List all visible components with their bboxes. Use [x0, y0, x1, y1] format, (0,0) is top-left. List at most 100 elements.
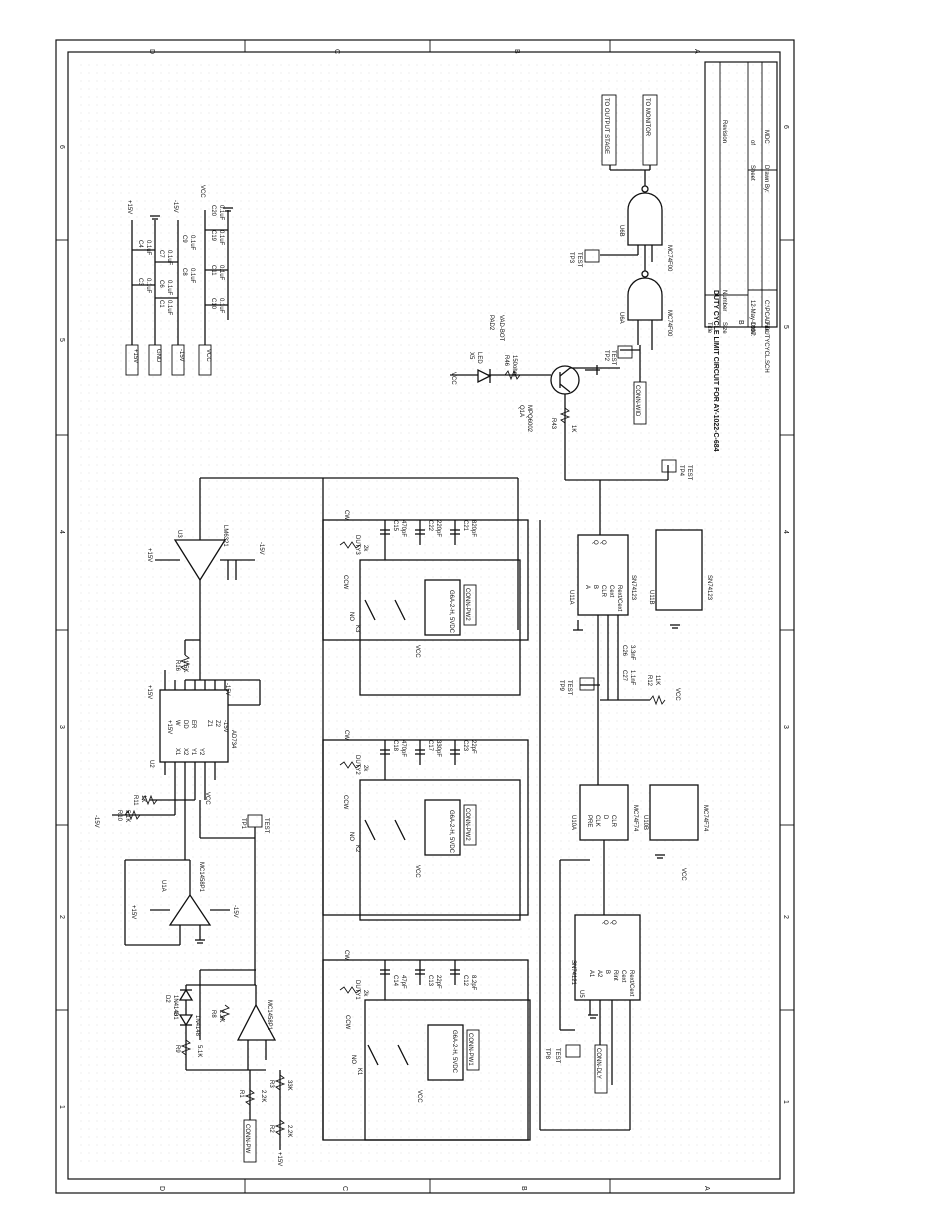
s3-cb-val: 220pF: [435, 520, 441, 537]
r9-ref: R9: [174, 1045, 180, 1053]
tb-file-label: File:: [763, 322, 769, 334]
s1-k: K1: [356, 1068, 362, 1076]
u5-pin-cext: Cext: [620, 970, 626, 983]
s1-cc-ref: C12: [462, 975, 468, 987]
s2-cb-val: 330pF: [435, 740, 441, 757]
u11a-pin-rext: Rext/Cext: [616, 585, 622, 612]
d2-diode: [178, 988, 194, 1001]
zone-left-5: 5: [58, 338, 65, 342]
r10-resistor: [124, 809, 141, 821]
tb-drawn-label: Drawn By:: [763, 165, 769, 193]
s1-relay: G6A-2-H, 5VDC: [451, 1030, 457, 1074]
tp1-wiring: [199, 800, 256, 985]
s1-vcc: VCC: [416, 1090, 422, 1103]
r10-supply: -15V: [93, 815, 99, 828]
r2-resistor: [274, 1119, 286, 1136]
s2-ccw: CCW: [342, 795, 348, 810]
u5-part: SN74121: [570, 960, 576, 986]
u11a-pin-clr: CLR: [600, 585, 606, 598]
rail-label-neg15: -15V: [178, 349, 184, 362]
r3-ref: R3: [268, 1080, 274, 1088]
cap-c7-val: 0.1uF: [166, 250, 172, 266]
tb-size: B: [737, 320, 744, 325]
u5-pin-rint: Rint: [612, 970, 618, 981]
pad-val: VAD-BOT: [498, 315, 504, 342]
cap-c1-val: 0.1uF: [166, 300, 172, 316]
s3-no: NO: [348, 612, 354, 621]
zone-top-a: A: [693, 49, 700, 54]
tp1-test: TEST: [263, 818, 269, 834]
cap-c7: C7: [158, 250, 164, 258]
tb-sheet-label: Sheet: [749, 165, 755, 181]
u2-vcc: VCC: [204, 792, 210, 805]
r3-resistor: [274, 1074, 286, 1091]
tp9: [579, 677, 595, 691]
cap-c8-val: 0.1uF: [189, 268, 195, 284]
q1-transistor: [550, 365, 580, 395]
tp4-test: TEST: [686, 465, 692, 481]
u1a-opamp: [168, 893, 212, 926]
d2-ref: D2: [164, 995, 170, 1003]
r12-ref: R12: [646, 675, 652, 687]
s3-cc-ref: C21: [462, 520, 468, 532]
zone-right-6: 6: [782, 125, 789, 129]
zone-top-d: D: [148, 49, 155, 54]
c26-ref: C26: [621, 645, 627, 657]
tb-title: DUTY CYCLE LIMIT CIRCUIT FOR AY-1022-C-6…: [712, 290, 719, 452]
cap-c19: C19: [210, 230, 216, 242]
u5-pin-qb: Q: [610, 920, 616, 925]
s3-cc-val: 820pF: [470, 520, 476, 537]
rail-label-pos15: +15V: [132, 349, 138, 363]
u10b-vcc: VCC: [680, 868, 686, 881]
cap-c4-val: 0.1uF: [145, 240, 151, 256]
tb-file: C:\PCAD\DUTYCYCL.SCH: [763, 300, 769, 373]
tb-drawn-by: MDC: [763, 130, 769, 144]
u6b-part: MC74F00: [666, 245, 672, 272]
tp9-ref: TP9: [558, 680, 564, 692]
s3-conn-label: CONN-PW2: [464, 588, 470, 621]
s1-ca-ref: C14: [392, 975, 398, 987]
u5-pin-b: B: [604, 970, 610, 974]
tp4-ref: TP4: [678, 465, 684, 477]
s1-ccw: CCW: [344, 1015, 350, 1030]
zone-ticks: [56, 40, 794, 1193]
r46-resistor: [504, 369, 521, 381]
ground-symbols: [588, 624, 680, 1019]
cap-c1: C1: [158, 300, 164, 308]
power-rail-labels: [125, 344, 212, 376]
s3-duty: DUTY3: [354, 535, 360, 555]
outer-border: [55, 39, 795, 1194]
s2-ca-val: 470pF: [400, 740, 406, 757]
tp3: [584, 249, 600, 263]
u1a-part: MC1458P1: [198, 862, 204, 893]
u11b-sn74123: [655, 529, 703, 611]
s2-vcc: VCC: [414, 865, 420, 878]
r2-val: 2.2K: [286, 1125, 292, 1137]
led-part: LED: [476, 352, 482, 364]
conn-dly: [594, 1044, 608, 1094]
rail-top-vcc: VCC: [199, 185, 205, 198]
r43-resistor: [559, 407, 571, 424]
s2-cb-ref: C17: [427, 740, 433, 752]
r16-ref: R16: [174, 660, 180, 672]
zone-top-c: C: [333, 49, 340, 54]
s1-conn-label: CONN-PW1: [467, 1033, 473, 1066]
tp8: [565, 1044, 581, 1058]
s3-ca-val: 470pF: [400, 520, 406, 537]
d1-diode: [178, 1014, 194, 1027]
s1-duty: DUTY1: [354, 980, 360, 1000]
tp8-test: TEST: [554, 1048, 560, 1064]
s3-vcc: VCC: [414, 645, 420, 658]
rail-label-vcc: VCC: [205, 349, 211, 362]
conn-dly-label: CONN-DLY: [595, 1048, 601, 1079]
u6b-nand: [627, 192, 663, 246]
s1-cb-ref: C13: [427, 975, 433, 987]
input-supply: +15V: [276, 1152, 282, 1166]
c27-ref: C27: [621, 670, 627, 682]
u11a-pin-q: Q: [592, 540, 598, 545]
cap-c9-val: 0.1uF: [189, 235, 195, 251]
s3-conn: [463, 584, 477, 626]
u10a-pin-pre: PRE: [586, 815, 592, 827]
tp8-ref: TP8: [544, 1048, 550, 1060]
